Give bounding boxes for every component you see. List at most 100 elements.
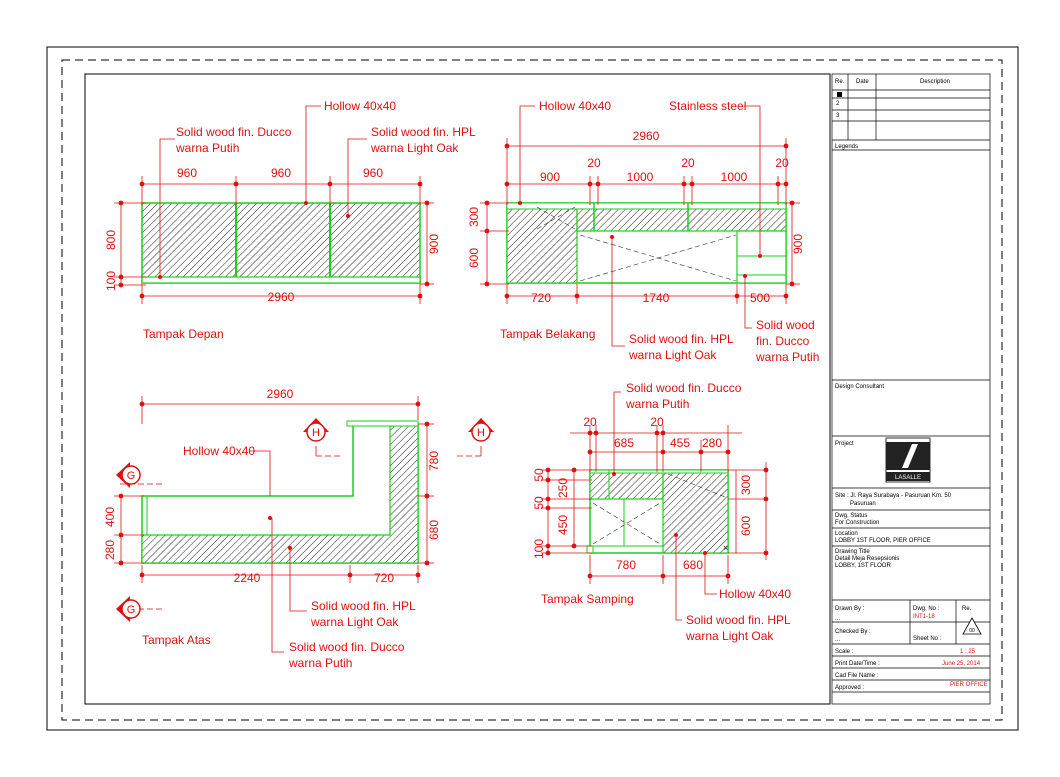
side-dim-600: 600: [739, 516, 753, 536]
front-view: 960 960 960 2960 800 100 900 Hollow 40x4…: [104, 99, 476, 341]
svg-text:H: H: [312, 427, 320, 439]
legends-label: Legends: [835, 144, 858, 150]
outer-frame: [46, 46, 1019, 731]
rev-triangle-icon: 00: [962, 617, 982, 635]
side-dim-680: 680: [683, 558, 703, 572]
front-dim-seg3: 960: [363, 166, 383, 180]
front-callout-hpl-2: warna Light Oak: [370, 141, 459, 155]
side-dim-685: 685: [614, 436, 634, 450]
sheet-label: Sheet No :: [913, 636, 942, 642]
back-view: 2960 20 20 20 900 1000 1000 720 1740 500…: [467, 99, 819, 364]
back-dim-h-total: 900: [791, 234, 805, 254]
back-view-title: Tampak Belakang: [500, 327, 595, 341]
side-callout-hpl-1: Solid wood fin. HPL: [686, 613, 791, 627]
approved-value: PIER OFFICE: [950, 682, 988, 688]
back-callout-hpl-1: Solid wood fin. HPL: [629, 332, 734, 346]
front-dim-h-base: 100: [104, 271, 118, 291]
top-dim-total: 2960: [267, 387, 294, 401]
project-label: Project: [835, 441, 854, 447]
top-dim-680: 680: [427, 520, 441, 540]
side-dim-g1: 20: [583, 415, 597, 429]
location-label: Location: [835, 531, 858, 537]
top-dim-280: 280: [103, 540, 117, 560]
back-dim-seg3: 1000: [721, 170, 748, 184]
svg-text:G: G: [127, 604, 136, 616]
top-dim-780: 780: [427, 451, 441, 471]
back-callout-ducco-1: Solid wood: [756, 318, 815, 332]
scale-label: Scale :: [835, 649, 854, 655]
side-dim-300: 300: [739, 475, 753, 495]
top-view: G G H H 2960 400 280 780 680 2240 720 Ho…: [103, 387, 494, 670]
top-callout-hollow: Hollow 40x40: [183, 444, 255, 458]
back-dim-seg1: 900: [540, 170, 560, 184]
top-callout-hpl-2: warna Light Oak: [310, 615, 399, 629]
front-dim-seg1: 960: [177, 166, 197, 180]
rev-label: Re.: [962, 606, 972, 612]
section-marker-g-top: G: [116, 462, 141, 488]
back-dim-b3: 500: [750, 291, 770, 305]
location-value: LOBBY 1ST FLOOR, PIER OFFICE: [835, 538, 931, 544]
back-callout-hpl-2: warna Light Oak: [628, 348, 717, 362]
drawn-by-value: ...: [835, 616, 840, 622]
svg-text:H: H: [477, 427, 485, 439]
svg-text:00: 00: [969, 628, 975, 634]
side-callout-hpl-2: warna Light Oak: [685, 629, 774, 643]
back-dim-total: 2960: [633, 129, 660, 143]
revision-marker: [837, 92, 842, 97]
dwg-no-label: Dwg. No :: [913, 606, 940, 612]
title-block: [831, 73, 991, 705]
dwg-no-value: INT1-18: [913, 614, 935, 620]
back-callout-stainless: Stainless steel: [669, 99, 746, 113]
svg-text:LASALLE: LASALLE: [895, 475, 921, 481]
front-callout-hollow: Hollow 40x40: [324, 99, 396, 113]
side-dim-50b: 50: [532, 496, 546, 510]
side-dim-50a: 50: [532, 468, 546, 482]
side-x-mark: ×: [723, 543, 728, 553]
front-view-title: Tampak Depan: [143, 327, 224, 341]
cad-file-label: Cad File Name :: [835, 673, 879, 679]
status-label: Dwg. Status: [835, 513, 867, 519]
company-logo: LASALLE: [885, 437, 931, 483]
side-view: × 20 20 685 455 280 50 250 50 450 100 30…: [532, 381, 791, 643]
section-marker-g-bottom: G: [116, 596, 141, 622]
front-dim-seg2: 960: [271, 166, 291, 180]
rev-desc-header: Description: [920, 79, 950, 85]
drawing-title-value: Detail Meja Resepsionis: [835, 556, 899, 562]
top-dim-400: 400: [103, 507, 117, 527]
back-dim-h-top: 300: [467, 207, 481, 227]
checked-by-label: Checked By :: [835, 629, 871, 635]
drawing-title-label: Drawing Title: [835, 549, 870, 555]
front-callout-ducco-1: Solid wood fin. Ducco: [176, 125, 292, 139]
front-dim-h-top: 800: [104, 230, 118, 250]
back-dim-gap2: 20: [681, 156, 695, 170]
side-dim-g2: 20: [650, 415, 664, 429]
top-dim-b1: 2240: [234, 571, 261, 585]
back-dim-gap3: 20: [775, 156, 789, 170]
site-text-2: Pasuruan: [850, 501, 876, 507]
design-consultant-label: Design Consultant: [835, 384, 884, 390]
back-callout-ducco-2: fin. Ducco: [756, 334, 810, 348]
front-dim-h-total: 900: [427, 234, 441, 254]
side-dim-450: 450: [556, 515, 570, 535]
side-dim-280: 280: [702, 436, 722, 450]
side-dim-455: 455: [670, 436, 690, 450]
side-dim-780: 780: [616, 558, 636, 572]
print-date-value: June 25, 2014: [942, 661, 981, 667]
scale-value: 1 : 25: [960, 649, 976, 655]
top-callout-ducco-1: Solid wood fin. Ducco: [289, 640, 405, 654]
back-dim-b1: 720: [531, 291, 551, 305]
back-dim-b2: 1740: [643, 291, 670, 305]
top-dim-b2: 720: [374, 571, 394, 585]
front-callout-ducco-2: warna Putih: [175, 141, 239, 155]
rev-row-2: 2: [836, 101, 840, 107]
side-callout-hollow: Hollow 40x40: [719, 587, 791, 601]
rev-row-3: 3: [836, 113, 840, 119]
back-dim-h-bot: 600: [467, 248, 481, 268]
rev-no-header: Re.: [835, 79, 845, 85]
section-marker-h-right: H: [468, 418, 494, 442]
drawing-title-value-2: LOBBY, 1ST FLOOR: [835, 563, 891, 569]
svg-text:G: G: [127, 470, 136, 482]
side-dim-100: 100: [532, 539, 546, 559]
print-date-label: Print Date/Time :: [835, 661, 880, 667]
